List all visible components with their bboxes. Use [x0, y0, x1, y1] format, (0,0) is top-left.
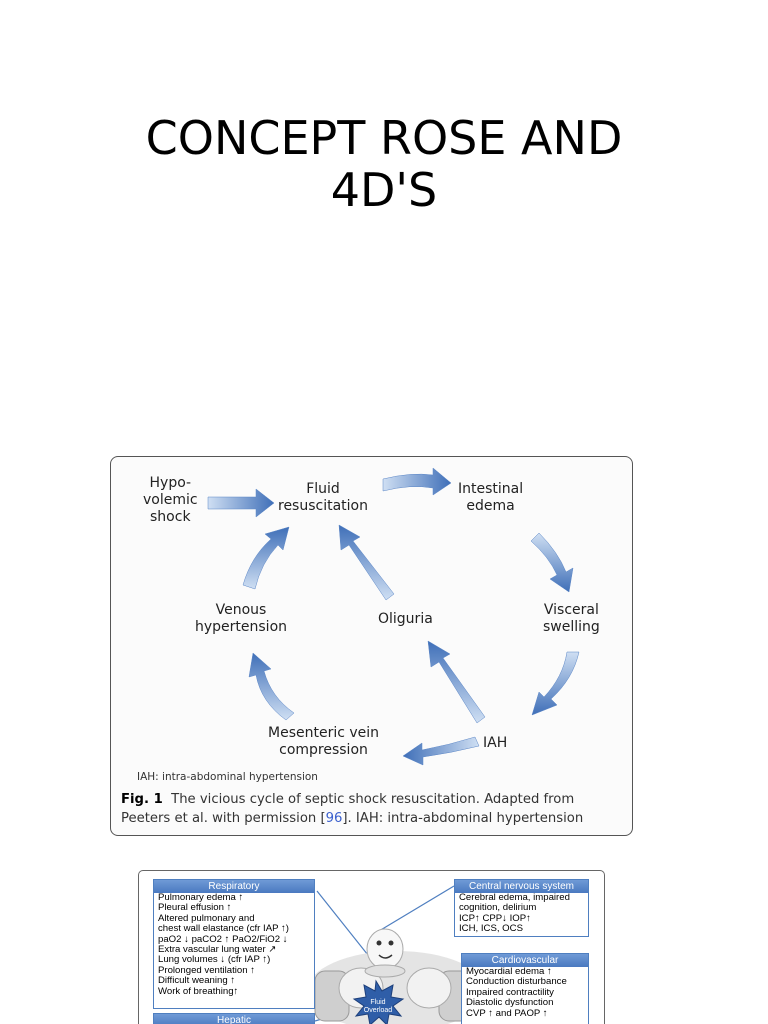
node-text: hypertension	[195, 619, 288, 635]
arrow-oliguria-to-fluid	[338, 524, 395, 601]
panel-line: Lung volumes ↓ (cfr IAP ↑)	[158, 954, 271, 966]
arrow-hypovolemic-to-fluid	[207, 488, 275, 518]
panel-line: Pleural effusion ↑	[158, 902, 232, 914]
panel-line: cognition, delirium	[459, 902, 537, 914]
arrow-mesenteric-to-venous	[248, 652, 295, 721]
burst-label-2: Overload	[364, 1007, 393, 1014]
panel-header: Central nervous system	[455, 880, 588, 893]
hepatic-panel: Hepatic	[153, 1013, 315, 1024]
panel-line: Conduction disturbance	[466, 976, 567, 988]
panel-line: Impaired contractility	[466, 986, 554, 998]
tire-mascot-icon	[307, 928, 487, 1024]
title-line-1: CONCEPT ROSE AND	[145, 111, 623, 165]
panel-line: Work of breathing↑	[158, 985, 239, 997]
fluid-overload-burst-icon	[352, 979, 405, 1024]
figure-note: IAH: intra-abdominal hypertension	[137, 771, 318, 783]
panel-header: Hepatic	[154, 1014, 314, 1024]
node-text: Mesenteric vein	[268, 725, 380, 741]
figure-caption: Fig. 1 The vicious cycle of septic shock…	[121, 790, 626, 828]
node-text: Visceral	[543, 602, 599, 618]
panel-line: Extra vascular lung water ↗	[158, 944, 277, 956]
vicious-cycle-figure: Hypo- volemic shock Fluid resuscitation …	[110, 456, 633, 836]
caption-text-end: ]. IAH: intra-abdominal hypertension	[342, 811, 584, 826]
node-visceral-swelling: Visceral swelling	[543, 602, 600, 636]
node-text: volemic	[143, 492, 198, 508]
node-text: shock	[150, 509, 191, 525]
cardiovascular-panel: Cardiovascular Myocardial edema ↑ Conduc…	[461, 953, 589, 1024]
title-line-2: 4D'S	[330, 163, 438, 217]
arrow-iah-to-mesenteric	[402, 736, 480, 766]
panel-line: Myocardial edema ↑	[466, 966, 552, 977]
node-text: Fluid	[306, 481, 340, 497]
node-text: edema	[466, 498, 515, 514]
panel-line: paO2 ↓ paCO2 ↑ PaO2/FiO2 ↓	[158, 933, 288, 945]
panel-line: chest wall elastance (cfr IAP ↑)	[158, 923, 289, 935]
panel-line: ICP↑ CPP↓ IOP↑	[459, 912, 531, 924]
node-text: Venous	[215, 602, 267, 618]
caption-text: The vicious cycle of septic shock resusc…	[121, 792, 575, 826]
node-text: compression	[279, 742, 368, 758]
node-hypovolemic-shock: Hypo- volemic shock	[143, 475, 198, 526]
panel-line: Altered pulmonary and	[158, 912, 255, 924]
panel-header: Cardiovascular	[462, 954, 588, 967]
burst-label-1: Fluid	[370, 999, 385, 1006]
node-text: swelling	[543, 619, 600, 635]
arrow-fluid-to-intestinal	[382, 467, 452, 496]
connector-cns	[378, 885, 455, 932]
arrow-iah-to-oliguria	[427, 640, 486, 724]
cycle-arrows	[207, 467, 580, 766]
cns-panel: Central nervous system Cerebral edema, i…	[454, 879, 589, 937]
slide-title: CONCEPT ROSE AND 4D'S	[0, 112, 768, 216]
node-text: Hypo-	[149, 475, 192, 491]
arrow-intestinal-to-visceral	[530, 532, 574, 593]
respiratory-panel: Respiratory Pulmonary edema ↑ Pleural ef…	[153, 879, 315, 1009]
panel-line: Prolonged ventilation ↑	[158, 964, 256, 976]
panel-line: Diastolic dysfunction	[466, 997, 554, 1009]
fluid-overload-figure: Fluid Overload Respiratory Pulmonary ede…	[138, 870, 605, 1024]
panel-line: Cerebral edema, impaired	[459, 892, 570, 903]
panel-line: Difficult weaning ↑	[158, 975, 236, 987]
node-iah: IAH	[483, 735, 508, 751]
node-mesenteric-compression: Mesenteric vein compression	[268, 725, 379, 759]
node-text: resuscitation	[278, 498, 368, 514]
panel-line: ICH, ICS, OCS	[459, 923, 523, 935]
caption-reference: 96	[325, 811, 343, 826]
node-venous-hypertension: Venous hypertension	[195, 602, 287, 636]
node-fluid-resuscitation: Fluid resuscitation	[278, 481, 368, 515]
arrow-visceral-to-iah	[531, 651, 580, 716]
node-text: Intestinal	[458, 481, 524, 497]
panel-line: CVP ↑ and PAOP ↑	[466, 1007, 548, 1019]
panel-header: Respiratory	[154, 880, 314, 893]
arrow-venous-to-fluid	[242, 526, 290, 590]
node-oliguria: Oliguria	[378, 611, 433, 627]
caption-figure-label: Fig. 1	[121, 792, 163, 807]
panel-line: Pulmonary edema ↑	[158, 892, 244, 903]
node-intestinal-edema: Intestinal edema	[458, 481, 523, 515]
